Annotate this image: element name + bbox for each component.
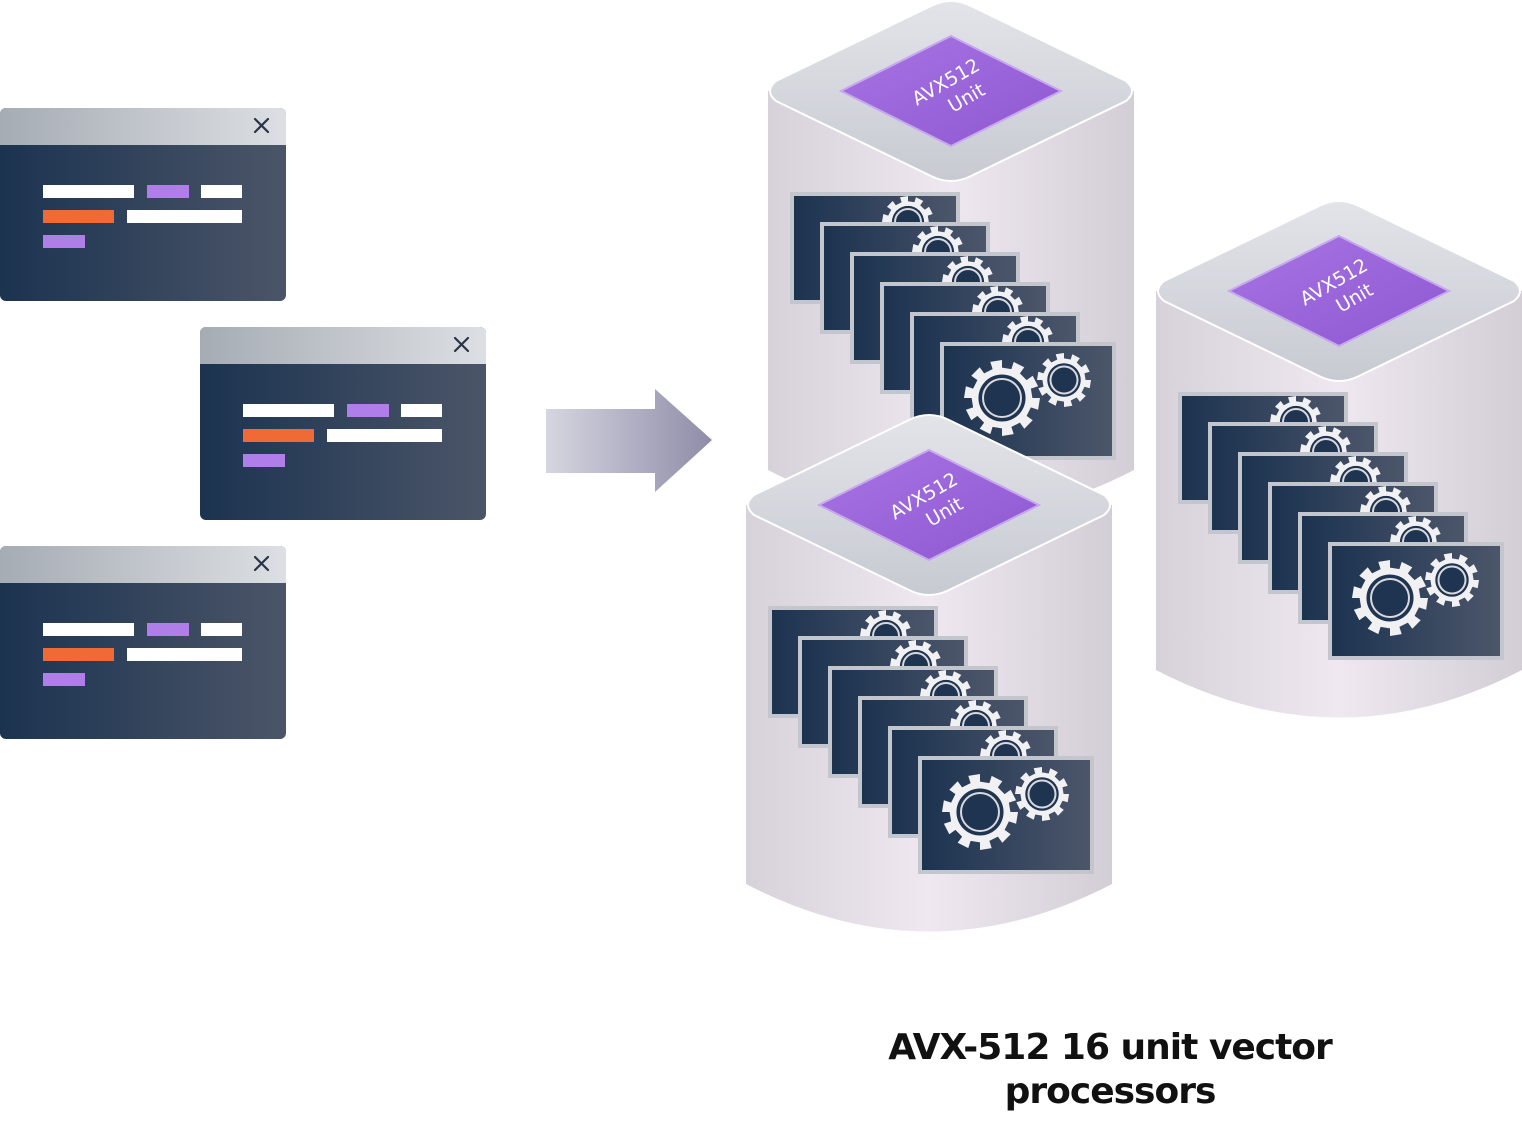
code-token-purple xyxy=(243,454,285,467)
code-token-orange xyxy=(243,429,314,442)
code-token-orange xyxy=(43,210,114,223)
gear-icon xyxy=(1425,553,1479,607)
gear-icon xyxy=(1037,353,1091,407)
app-window-1 xyxy=(0,108,286,301)
code-token-purple xyxy=(43,673,85,686)
window-title-bar xyxy=(0,108,286,145)
close-icon[interactable] xyxy=(253,555,270,572)
app-window-2 xyxy=(200,327,486,520)
gear-icon xyxy=(964,360,1040,436)
caption-line-1: AVX-512 16 unit vector xyxy=(888,1027,1333,1068)
code-line-white xyxy=(43,185,134,198)
code-line-white xyxy=(201,185,242,198)
processor-card xyxy=(918,756,1094,874)
gear-icon xyxy=(942,774,1018,850)
code-token-purple xyxy=(147,185,189,198)
code-line-white xyxy=(127,648,242,661)
code-line-white xyxy=(43,623,134,636)
code-token-purple xyxy=(347,404,389,417)
code-token-purple xyxy=(147,623,189,636)
code-line-white xyxy=(201,623,242,636)
right-arrow-icon xyxy=(546,389,712,492)
gear-icon xyxy=(1352,560,1428,636)
window-title-bar xyxy=(200,327,486,364)
code-line-white xyxy=(127,210,242,223)
caption-line-2: processors xyxy=(1004,1071,1217,1112)
close-icon[interactable] xyxy=(453,336,470,353)
diagram-caption: AVX-512 16 unit vector processors xyxy=(850,1026,1370,1114)
window-title-bar xyxy=(0,546,286,583)
close-icon[interactable] xyxy=(253,117,270,134)
code-line-white xyxy=(327,429,442,442)
app-window-3 xyxy=(0,546,286,739)
code-token-purple xyxy=(43,235,85,248)
code-token-orange xyxy=(43,648,114,661)
gear-icon xyxy=(1015,767,1069,821)
processor-card xyxy=(1328,542,1504,660)
code-line-white xyxy=(401,404,442,417)
code-line-white xyxy=(243,404,334,417)
